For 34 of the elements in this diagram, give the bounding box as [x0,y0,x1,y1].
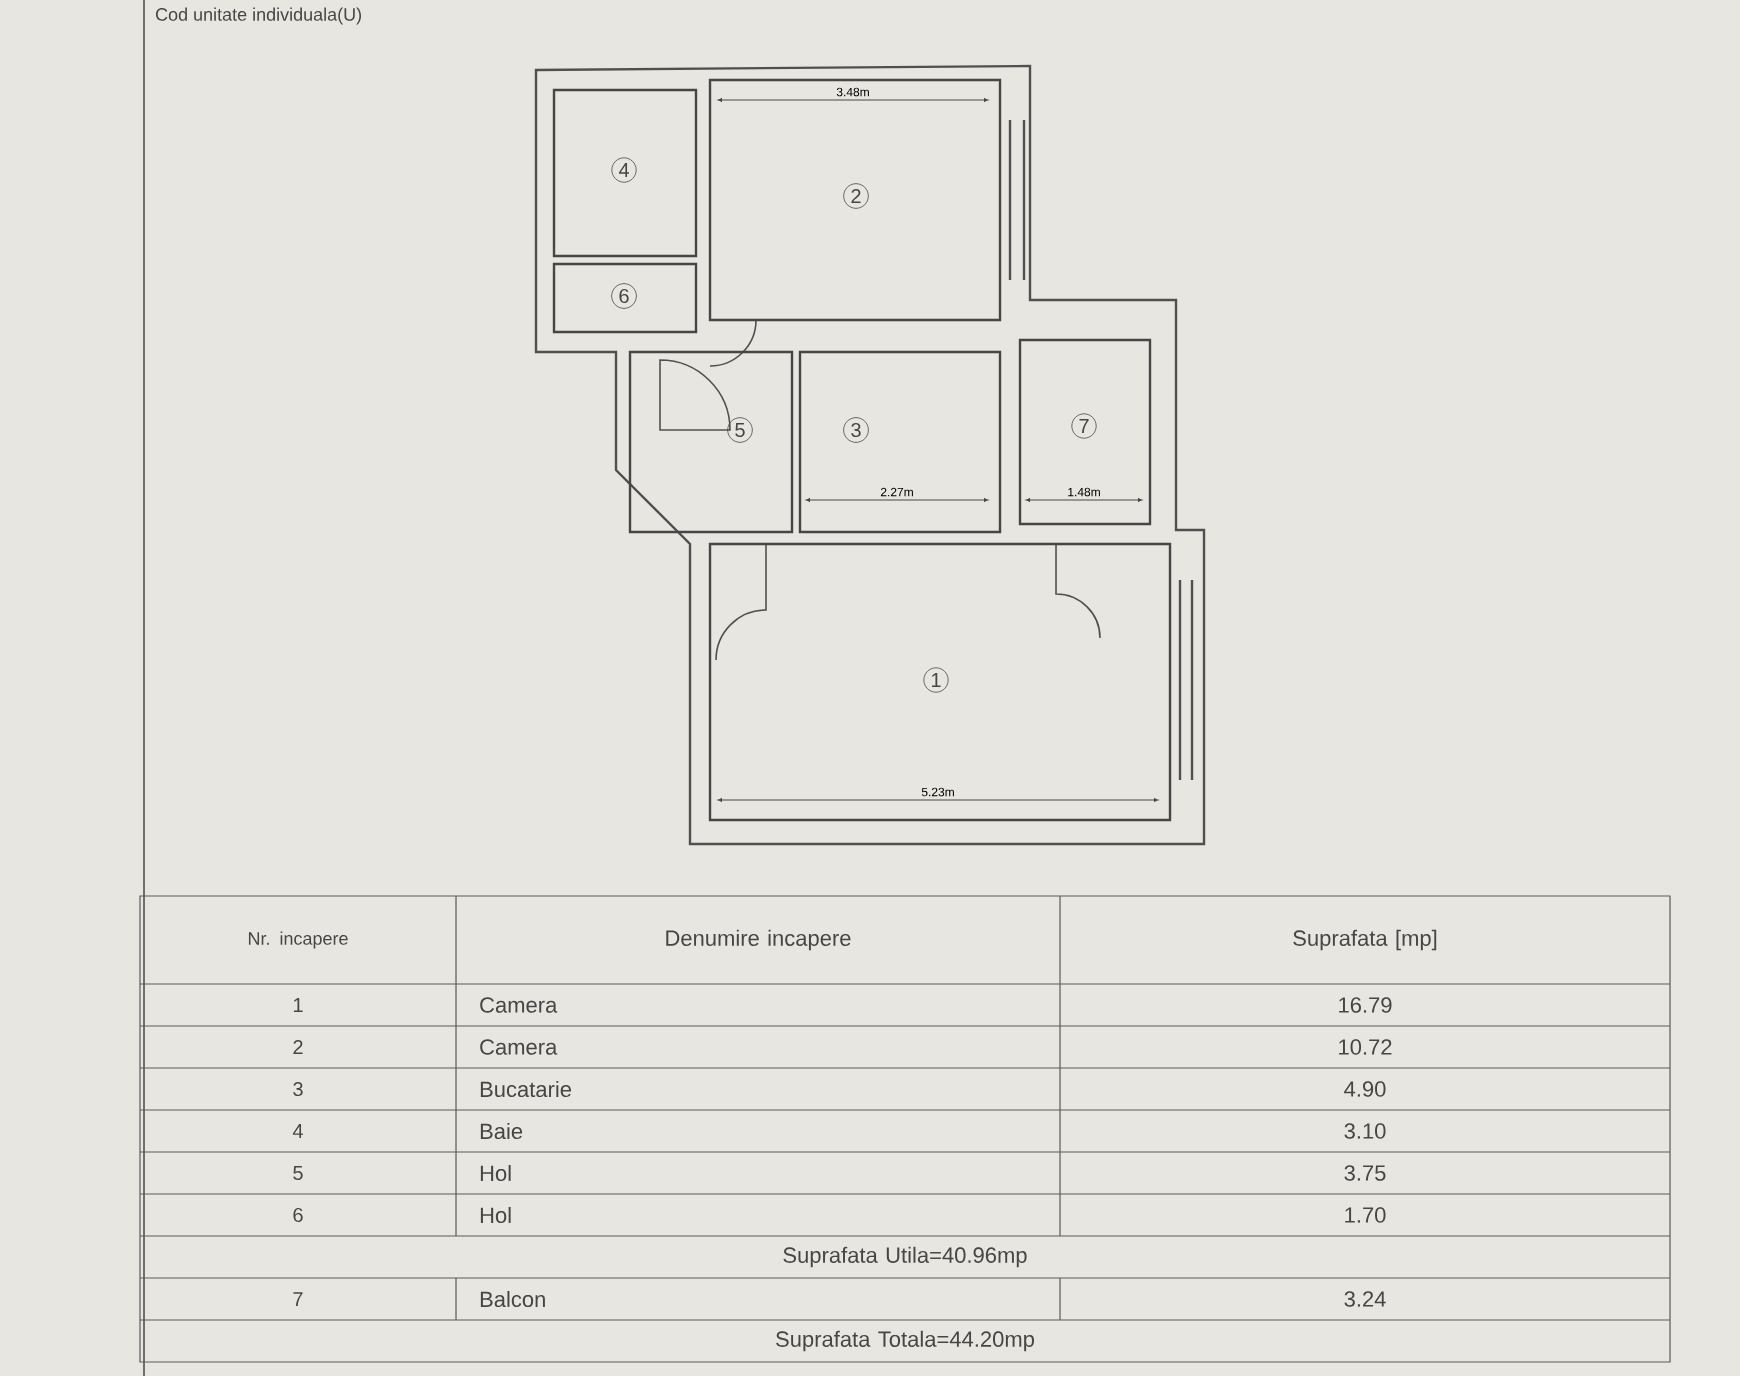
table-cell: Camera [480,997,558,1013]
table-cell: Hol [480,1164,511,1182]
table-cell: Suprafata Totala=44.20mp [776,1330,1034,1352]
table-cell: 3.24 [1344,1291,1386,1307]
table-cell: Baie [480,1122,523,1140]
room-number: 3 [843,417,869,443]
header-text: Cod unitate individuala(U) [156,7,361,25]
room-number: 2 [843,183,869,209]
table-cell: 4 [292,1124,303,1138]
table-cell: 3.10 [1344,1123,1386,1139]
table-cell: 3 [293,1081,303,1097]
table-cell: Suprafata [mp] [1293,929,1437,951]
table-cell: Bucatarie [480,1080,572,1098]
room-number: 4 [611,157,637,183]
table-cell: 7 [293,1292,303,1306]
table-cell: Nr. incapere [248,931,348,949]
table-cell: 5 [293,1166,303,1180]
room-number: 6 [611,283,637,309]
table-cell: 6 [293,1207,303,1223]
room-number: 7 [1071,413,1097,439]
table-cell: 2 [293,1040,303,1054]
table-cell: 10.72 [1339,1039,1392,1055]
table-cell: Balcon [480,1290,545,1308]
room-number: 1 [923,667,949,693]
table-cell: 3.75 [1344,1165,1386,1181]
table-cell: Camera [480,1039,558,1055]
table-cell: Suprafata Utila=40.96mp [783,1246,1027,1268]
table-cell: Hol [480,1206,511,1224]
table-cell: 16.79 [1339,997,1392,1013]
room-number: 5 [727,417,753,443]
table-cell: 1.70 [1345,1207,1386,1223]
table-cell: 4.90 [1344,1081,1386,1097]
table-cell: 1 [294,998,303,1012]
table-cell: Denumire incapere [666,929,851,951]
